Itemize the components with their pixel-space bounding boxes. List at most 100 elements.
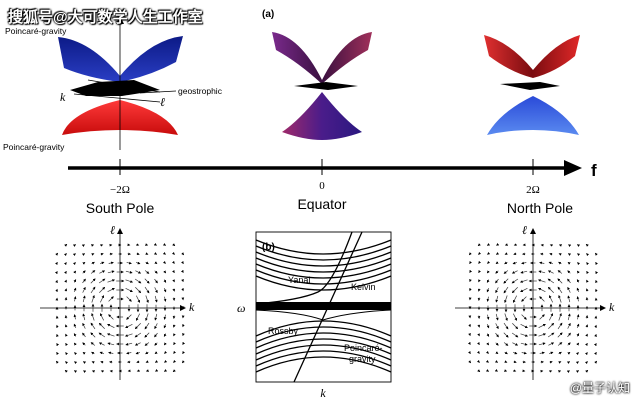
vector-arrow bbox=[163, 314, 167, 320]
vector-field-south bbox=[40, 228, 186, 380]
label-poincare: Poincaré- bbox=[344, 343, 383, 353]
vector-arrow bbox=[586, 262, 590, 266]
tick-name-south: South Pole bbox=[86, 200, 155, 216]
vector-arrow bbox=[182, 350, 186, 355]
vector-arrow bbox=[91, 361, 95, 364]
vector-arrow bbox=[486, 287, 490, 293]
vector-arrow bbox=[108, 314, 114, 320]
vector-arrow bbox=[90, 270, 96, 274]
vector-arrow bbox=[172, 324, 176, 328]
vector-arrow bbox=[163, 287, 167, 293]
vector-arrow bbox=[154, 359, 159, 363]
vector-arrow bbox=[558, 351, 562, 355]
vector-arrow bbox=[487, 251, 491, 255]
cone-equator-plane bbox=[294, 82, 358, 90]
vector-arrow bbox=[478, 260, 482, 264]
vector-arrow bbox=[512, 295, 518, 303]
vector-arrow bbox=[558, 261, 562, 265]
vector-arrow bbox=[538, 270, 546, 274]
vector-arrow bbox=[486, 314, 490, 320]
vector-arrow bbox=[469, 269, 473, 273]
vector-arrow bbox=[72, 253, 76, 257]
vector-arrow bbox=[594, 360, 598, 364]
vector-arrow bbox=[154, 351, 158, 355]
vector-arrow bbox=[153, 251, 158, 255]
vector-arrow bbox=[567, 278, 571, 284]
vector-arrow bbox=[91, 312, 95, 321]
vector-arrow bbox=[486, 270, 490, 274]
vector-arrow bbox=[154, 278, 158, 284]
vector-arrow bbox=[144, 332, 150, 338]
vector-arrow bbox=[537, 279, 546, 283]
vector-arrow bbox=[145, 351, 149, 355]
tick-value-equator: 0 bbox=[319, 180, 325, 192]
vector-arrow bbox=[568, 244, 572, 248]
vector-arrow bbox=[126, 314, 132, 320]
vector-arrow bbox=[495, 261, 499, 265]
vector-arrow bbox=[486, 279, 490, 283]
vector-arrow bbox=[495, 342, 499, 346]
vector-arrow bbox=[558, 253, 562, 256]
vector-arrow bbox=[106, 333, 115, 337]
vector-arrow bbox=[548, 342, 555, 346]
vector-arrow bbox=[593, 343, 597, 347]
vector-arrow bbox=[91, 253, 95, 256]
vector-arrow bbox=[125, 279, 134, 283]
vector-field-north-l-label: ℓ bbox=[522, 223, 527, 237]
label-yanai: Yanai bbox=[288, 275, 310, 285]
vector-arrow bbox=[181, 360, 185, 364]
vector-arrow bbox=[519, 279, 528, 283]
vector-arrow bbox=[145, 252, 149, 255]
vector-arrow bbox=[512, 342, 519, 346]
vector-arrow bbox=[513, 252, 517, 256]
vector-arrow bbox=[504, 252, 508, 255]
vector-arrow bbox=[495, 313, 499, 321]
vector-arrow bbox=[585, 333, 588, 337]
vector-arrow bbox=[539, 296, 545, 302]
cone-north-upper bbox=[484, 35, 580, 78]
label-poincare-gravity-lower: Poincaré-gravity bbox=[3, 142, 65, 152]
vector-arrow bbox=[155, 368, 159, 372]
label-geostrophic: geostrophic bbox=[178, 86, 223, 96]
vector-arrow bbox=[125, 342, 133, 346]
vector-arrow bbox=[575, 361, 579, 365]
vector-arrow bbox=[82, 286, 86, 293]
kelvin-line bbox=[293, 231, 363, 383]
cone-south-upper bbox=[58, 36, 183, 82]
cone-south-l-axis bbox=[87, 79, 161, 93]
vector-arrow bbox=[512, 351, 518, 355]
vector-arrow bbox=[172, 279, 175, 283]
label-ell: ℓ bbox=[160, 95, 165, 109]
vector-arrow bbox=[567, 313, 571, 321]
cone-south-axis-arrow bbox=[116, 16, 124, 24]
vector-arrow bbox=[154, 323, 158, 330]
vector-arrow bbox=[476, 359, 480, 363]
vector-arrow bbox=[135, 295, 141, 303]
vector-arrow bbox=[180, 260, 184, 265]
vector-arrow bbox=[503, 278, 509, 284]
vector-arrow bbox=[91, 294, 95, 303]
vector-arrow bbox=[145, 313, 149, 322]
vector-arrow bbox=[567, 270, 571, 274]
vector-arrow bbox=[511, 287, 518, 294]
vector-arrow bbox=[107, 323, 115, 329]
vector-arrow bbox=[63, 253, 67, 257]
vector-field-north-k-arrow bbox=[600, 305, 606, 311]
poincare-upper-branch bbox=[255, 257, 392, 273]
vector-arrow bbox=[495, 278, 499, 284]
vector-arrow bbox=[504, 360, 508, 363]
vector-arrow bbox=[557, 270, 563, 274]
panel-b-label: (b) bbox=[262, 242, 275, 253]
vector-arrow bbox=[63, 270, 67, 275]
vector-arrow bbox=[567, 261, 571, 265]
vector-arrow bbox=[181, 252, 185, 256]
vector-arrow bbox=[585, 324, 589, 328]
vector-arrow bbox=[99, 295, 105, 303]
vector-arrow bbox=[91, 261, 95, 265]
vector-arrow bbox=[82, 361, 87, 365]
vector-arrow bbox=[577, 253, 581, 257]
rossby-band bbox=[256, 302, 391, 310]
vector-arrow bbox=[548, 261, 554, 265]
vector-arrow bbox=[171, 269, 175, 274]
vector-arrow bbox=[144, 278, 150, 284]
